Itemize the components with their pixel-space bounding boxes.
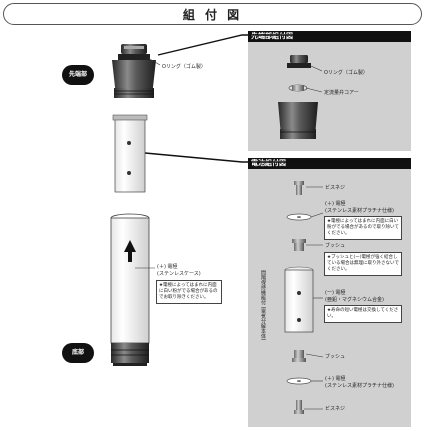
tip-oring-label: Oリング（ゴム製） (162, 64, 206, 70)
panel-flow-core-label: 定流量弁コアー (324, 90, 359, 96)
battery-exploded (284, 181, 314, 414)
tip-badge: 先端部 (62, 65, 94, 85)
tip-assembly (112, 44, 156, 98)
elec-minus-label-2: (亜鉛・マグネシウム合金) (325, 297, 384, 303)
elec-bot-label-1: (＋) 電極 (325, 376, 346, 382)
battery-leader-line (144, 152, 411, 163)
battery-vertical-label: 間隔保持機能付 (電気分解本体) (260, 270, 266, 341)
battery-panel (248, 165, 411, 427)
tip-exploded (278, 55, 318, 139)
left-elec-plus-label-2: (ステンレスケース) (157, 271, 201, 277)
bush-bot-label: ブッシュ (325, 354, 346, 360)
bottom-case (110, 213, 150, 366)
page-title: 組 付 図 (182, 8, 243, 22)
note-bot: ★寿命の短い電極は交換してください。 (324, 305, 402, 323)
note-top: ★電極によってはまれに内面に白い粉がでる場合があるので取り除いてください。 (324, 216, 402, 240)
elec-top-label-1: (＋) 電極 (325, 201, 346, 207)
panel-oring-label: Oリング（ゴム製） (324, 70, 368, 76)
note-mid: ★ブッシュと(ー)電極が強く結合している場合は無理に取り外さないでください。 (324, 252, 402, 276)
tip-panel-header: 先端部組付図 (248, 31, 411, 42)
elec-top-label-2: (ステンレス素材プラチナ仕様) (325, 208, 394, 214)
screw-bot-label: ビスネジ (325, 406, 346, 412)
tip-panel (248, 41, 411, 151)
elec-minus-label-1: (ー) 電極 (325, 290, 346, 296)
elec-bot-label-2: (ステンレス素材プラチナ仕様) (325, 383, 394, 389)
bush-top-label: ブッシュ (325, 243, 346, 249)
tip-leader-line (157, 34, 411, 56)
battery-cylinder (112, 114, 148, 193)
bottom-badge: 底部 (62, 343, 94, 363)
battery-panel-header: 電池組付図 (248, 158, 411, 169)
title-box: 組 付 図 (3, 3, 422, 25)
screw-top-label: ビスネジ (325, 185, 346, 191)
left-note: ★電極によってはまれに内面に白い粉がでる場合があるのでお取り除きください。 (156, 280, 222, 304)
left-elec-plus-label-1: (＋) 電極 (157, 264, 178, 270)
